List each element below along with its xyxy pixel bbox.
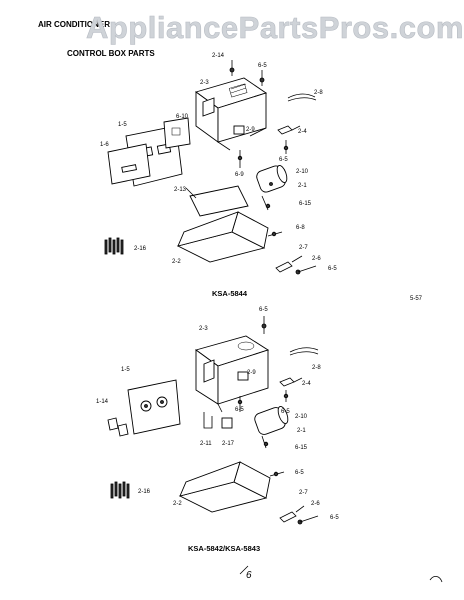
callout: 2-9 [247,370,256,376]
callout: 2-3 [199,326,208,332]
callout: 2-17 [222,441,235,447]
fuse-strip-top [104,237,124,255]
callout: 6-5 [259,307,268,313]
capacitor-bottom [254,405,289,435]
callout: 1-14 [96,399,109,405]
callout: 2-1 [297,428,306,434]
callout: 6-15 [295,445,308,451]
callout: 2-16 [138,489,151,495]
callout: 2-16 [134,246,147,252]
base-tray-bottom [178,461,271,513]
fuse-strip-bottom [110,481,130,499]
front-panel-top [107,117,191,187]
callout: 2-3 [200,80,209,86]
control-box-housing-bottom [194,335,270,413]
section-title: AIR CONDITIONER [38,20,110,29]
callout: 2-6 [312,256,321,262]
callout: 2-10 [295,414,308,420]
bottom-callouts: 6-5 2-3 2-8 1-5 2-4 2-9 6-5 1-14 6-5 2-1… [96,307,339,521]
callout: 2-8 [314,90,323,96]
callout: 6-5 [258,63,267,69]
callout: 2-7 [299,245,308,251]
callout: 2-13 [174,187,187,193]
callout: 6-5 [295,470,304,476]
callout: 1-6 [100,142,109,148]
callout: 2-1 [298,183,307,189]
callout: 6-9 [235,172,244,178]
top-exploded-view [104,60,317,275]
bottom-exploded-view [107,316,319,525]
callout: 2-4 [298,129,307,135]
callout: 2-14 [212,53,225,59]
capacitor [256,164,288,193]
watermark: AppliancePartsPros.com [86,10,464,45]
callout: 6-5 [328,266,337,272]
corner-mark [429,576,443,583]
callout: 2-7 [299,490,308,496]
callout: 2-9 [246,127,255,133]
callout: 2-4 [302,381,311,387]
callout: 6-8 [296,225,305,231]
side-note: 5-57 [410,296,423,302]
callout: 2-2 [173,501,182,507]
bottom-model-caption: KSA-5842/KSA-5843 [188,544,260,553]
callout: 2-10 [296,169,309,175]
callout: 2-8 [312,365,321,371]
callout: 2-11 [200,441,212,447]
diagram-subtitle: CONTROL BOX PARTS [67,49,155,58]
callout: 6-5 [279,157,288,163]
callout: 6-5 [235,407,244,413]
callout: 2-2 [172,259,181,265]
callout: 2-6 [311,501,320,507]
callout: 6-5 [330,515,339,521]
callout: 1-5 [121,367,130,373]
callout: 1-5 [118,122,127,128]
control-box-housing [194,77,268,151]
callout: 6-10 [176,114,189,120]
front-panel-bottom [107,379,181,437]
base-tray-top [176,211,269,263]
footer-page-mark: 6 [246,570,252,581]
callout: 6-15 [299,201,312,207]
callout: 6-5 [281,409,290,415]
top-callouts: 2-14 6-5 2-3 2-8 2-4 6-5 2-9 6-10 1-5 1-… [100,53,337,272]
top-model-caption: KSA-5844 [212,289,248,298]
